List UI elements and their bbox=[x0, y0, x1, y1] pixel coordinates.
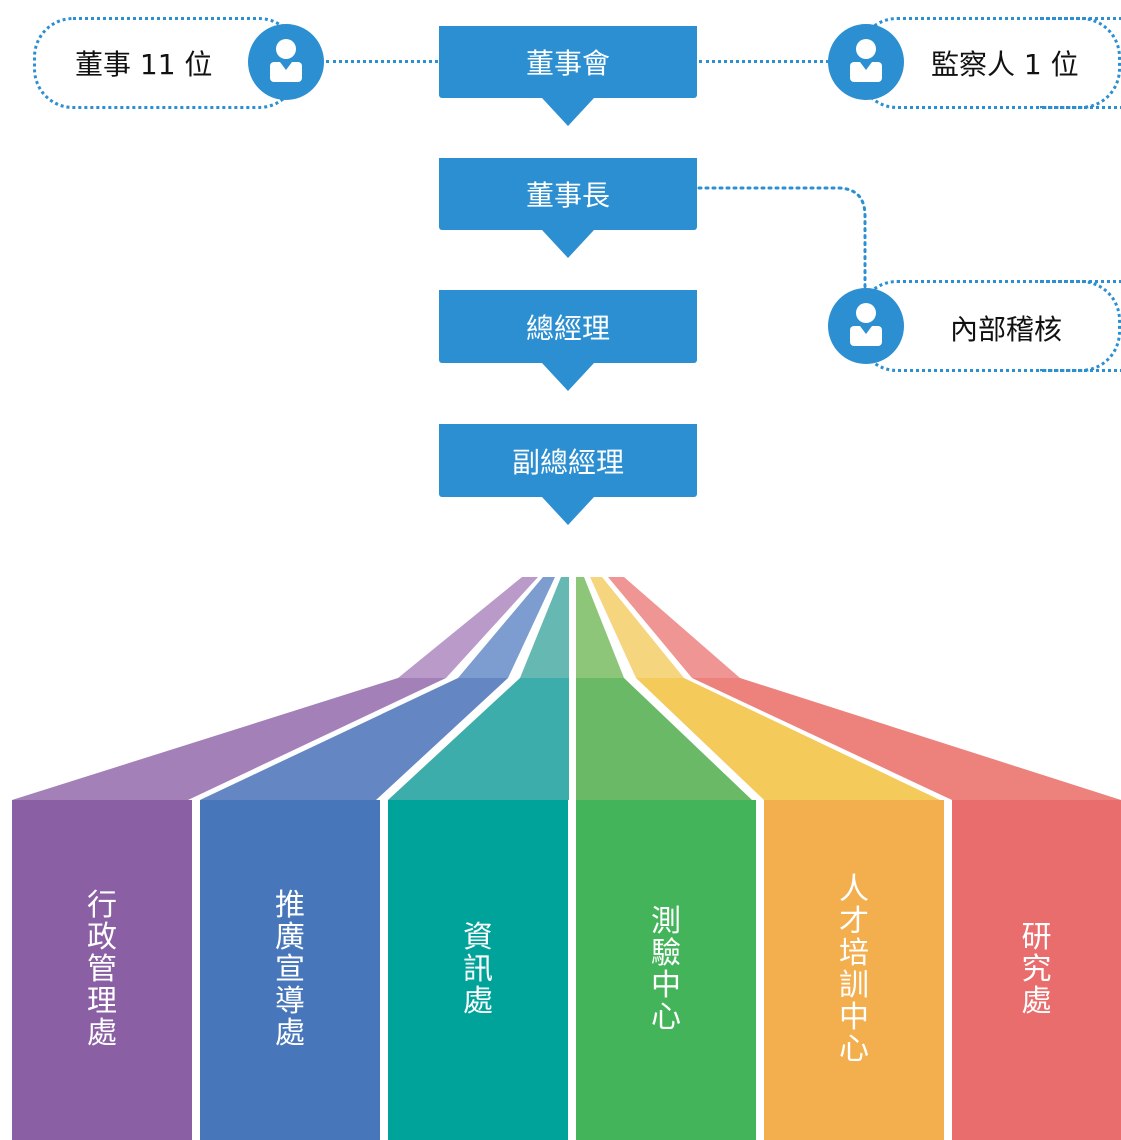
department-column-research: 研究處 bbox=[952, 800, 1121, 1140]
deputy-general-manager-box: 副總經理 bbox=[439, 424, 697, 525]
fan-ribbon-admin bbox=[12, 678, 446, 800]
fan-strip-it bbox=[520, 577, 569, 678]
department-column-promotion: 推廣宣導處 bbox=[200, 800, 380, 1140]
directors-label: 董事 11 位 bbox=[75, 48, 213, 81]
supervisor-pill-edge bbox=[1040, 17, 1121, 109]
fan-ribbon-research bbox=[692, 678, 1121, 800]
department-column-admin: 行政管理處 bbox=[12, 800, 192, 1140]
fan-ribbon-testing bbox=[576, 678, 752, 800]
fan-strip-promotion bbox=[458, 577, 555, 678]
fan-ribbon-promotion bbox=[200, 678, 508, 800]
department-label-promotion: 推廣宣導處 bbox=[275, 888, 305, 1051]
fan-ribbon-it bbox=[388, 678, 569, 800]
internal-audit-user-icon bbox=[828, 288, 904, 364]
fan-strip-admin bbox=[398, 577, 538, 678]
fan-strip-training bbox=[590, 577, 684, 678]
chairman-box: 董事長 bbox=[439, 158, 697, 258]
department-label-admin: 行政管理處 bbox=[87, 888, 117, 1051]
department-column-testing: 測驗中心 bbox=[576, 800, 756, 1140]
department-column-it: 資訊處 bbox=[388, 800, 568, 1140]
supervisor-connector bbox=[699, 60, 829, 63]
audit-connector bbox=[697, 186, 867, 290]
board-box: 董事會 bbox=[439, 26, 697, 126]
department-fan bbox=[12, 577, 1121, 800]
directors-connector bbox=[326, 60, 438, 63]
fan-strip-research bbox=[608, 577, 740, 678]
fan-strip-testing bbox=[576, 577, 624, 678]
internal-audit-label: 內部稽核 bbox=[950, 313, 1063, 346]
supervisor-label: 監察人 1 位 bbox=[931, 48, 1079, 81]
department-label-it: 資訊處 bbox=[463, 920, 493, 1019]
directors-user-icon bbox=[248, 24, 324, 100]
general-manager-box: 總經理 bbox=[439, 290, 697, 391]
department-label-training: 人才培訓中心 bbox=[839, 872, 869, 1067]
department-label-research: 研究處 bbox=[1021, 920, 1052, 1019]
supervisor-user-icon bbox=[828, 24, 904, 100]
department-label-testing: 測驗中心 bbox=[651, 904, 681, 1035]
department-column-training: 人才培訓中心 bbox=[764, 800, 944, 1140]
fan-ribbon-training bbox=[636, 678, 940, 800]
internal-audit-pill-edge bbox=[1040, 280, 1121, 372]
